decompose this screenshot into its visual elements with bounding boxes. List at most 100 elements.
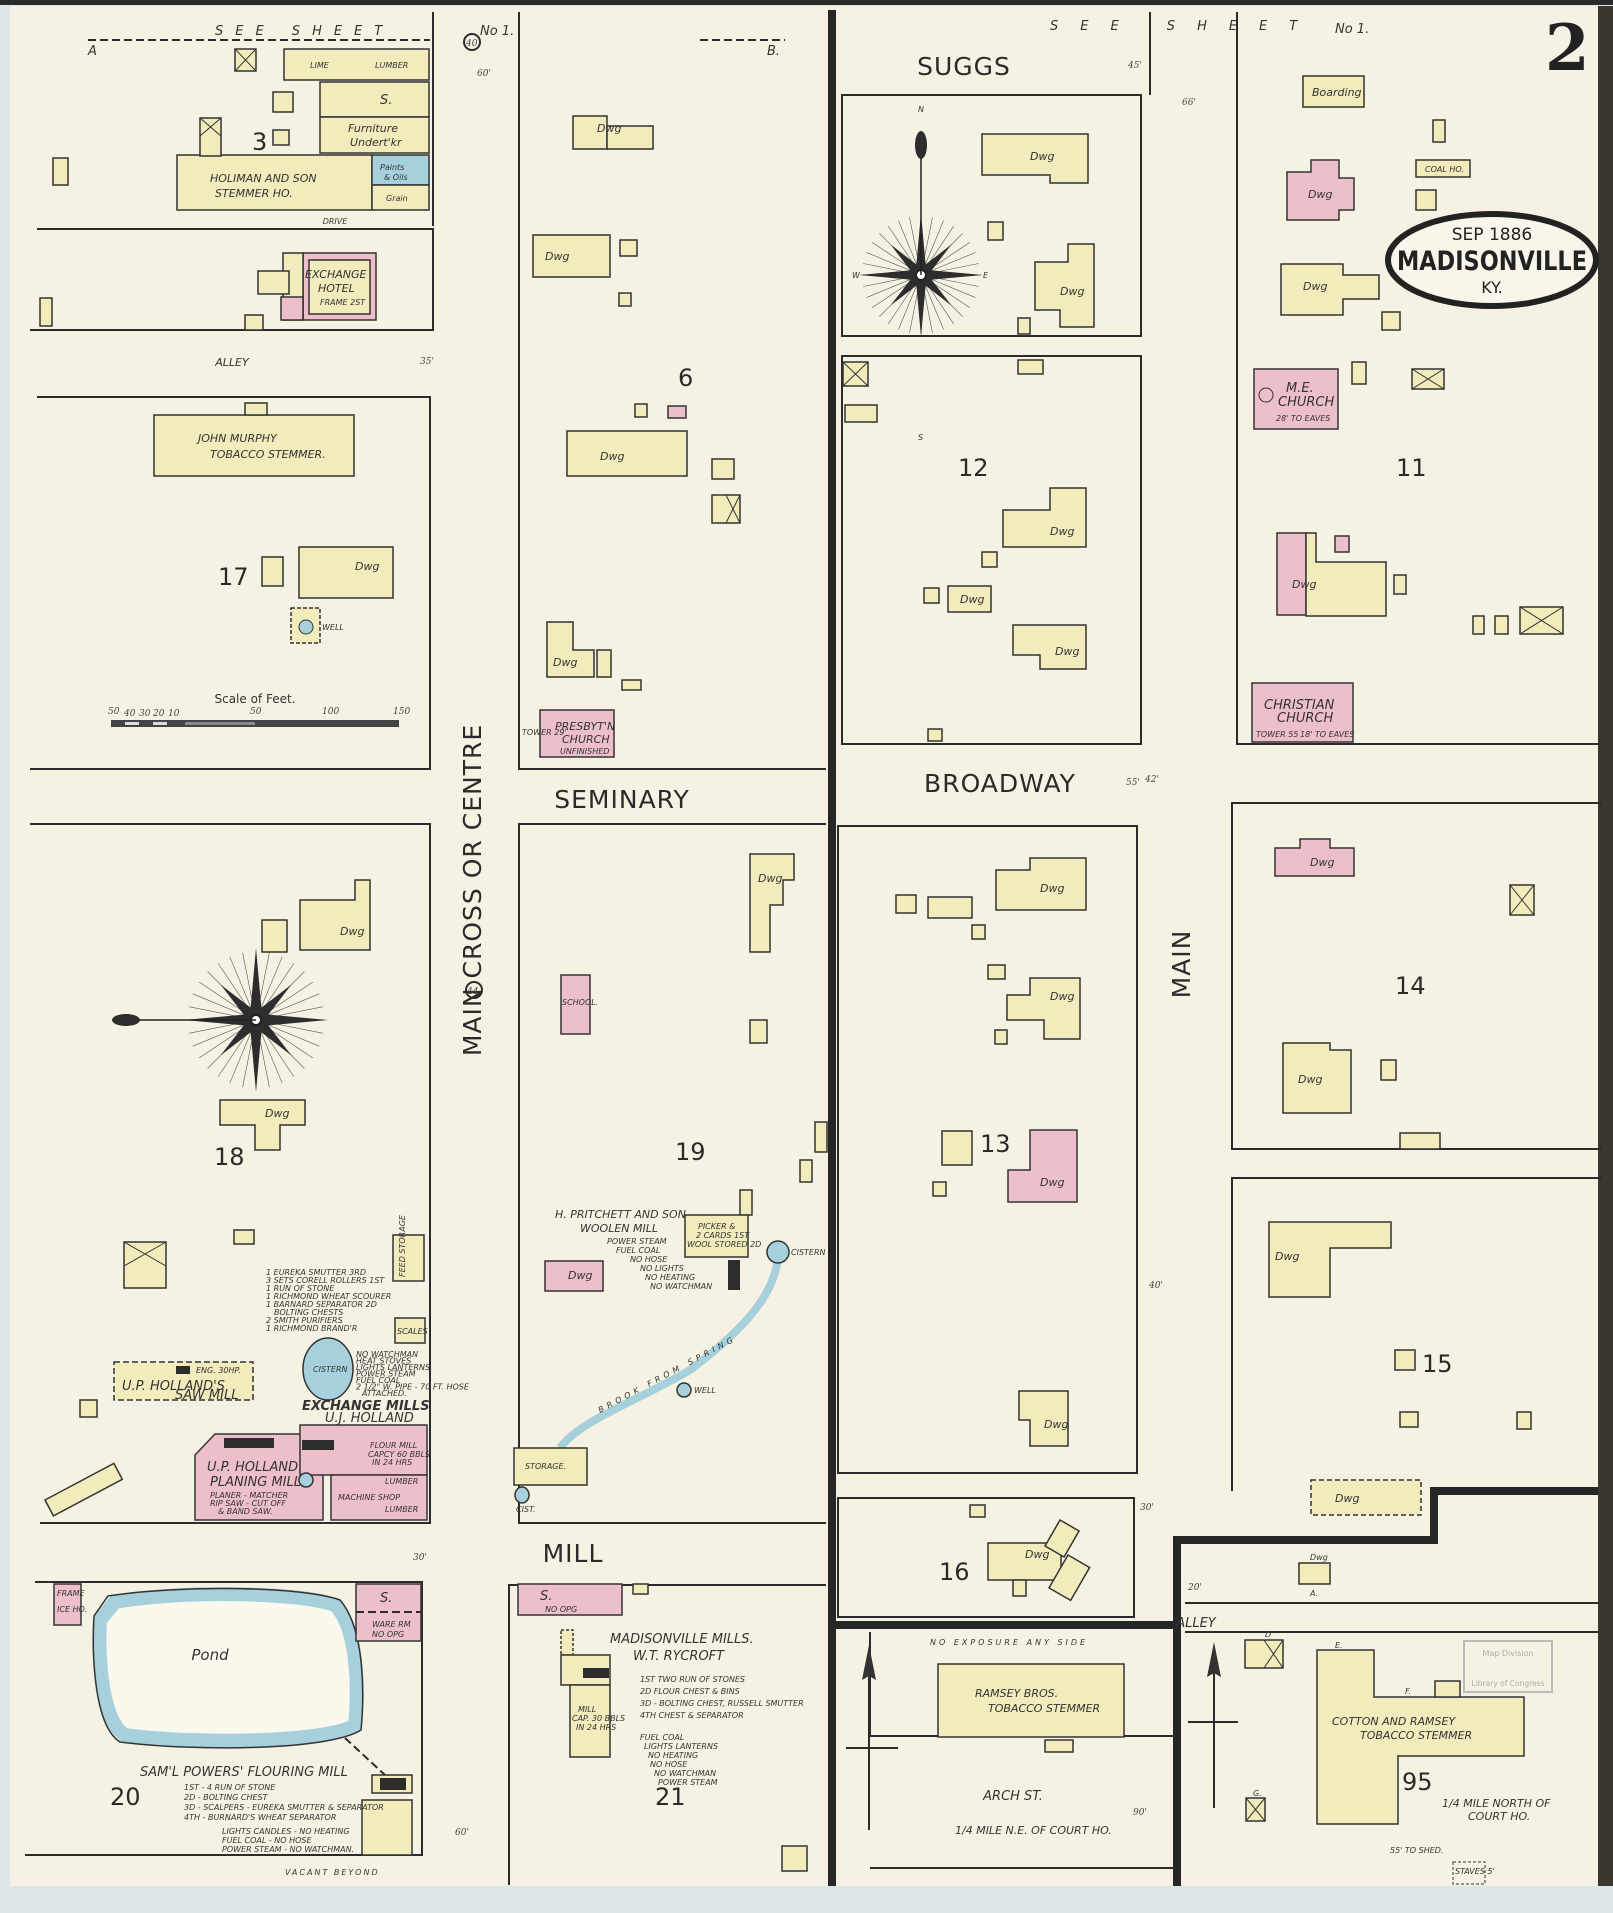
svg-text:& Oils: & Oils [384, 173, 408, 182]
svg-text:CIST.: CIST. [516, 1505, 536, 1514]
svg-text:H. PRITCHETT AND SON: H. PRITCHETT AND SON [555, 1208, 686, 1221]
compass-rose [859, 131, 983, 337]
svg-text:20': 20' [1187, 1583, 1202, 1593]
see-sheet-number: No 1. [1335, 22, 1369, 37]
svg-text:1 BARNARD SEPARATOR 2D: 1 BARNARD SEPARATOR 2D [266, 1300, 377, 1309]
svg-text:JOHN MURPHY: JOHN MURPHY [196, 432, 278, 445]
block-17-buildings: JOHN MURPHY TOBACCO STEMMER. Dwg WELL [153, 402, 394, 644]
svg-text:FUEL COAL: FUEL COAL [616, 1246, 660, 1255]
svg-text:Dwg: Dwg [1050, 525, 1074, 538]
svg-text:FRAME: FRAME [57, 1589, 86, 1598]
svg-text:40: 40 [465, 39, 478, 49]
svg-text:NO WATCHMAN: NO WATCHMAN [650, 1282, 712, 1291]
block-number: 18 [214, 1143, 245, 1171]
block-13-buildings: Dwg Dwg Dwg Dwg [895, 857, 1087, 1447]
svg-text:Dwg: Dwg [355, 560, 379, 573]
svg-text:Dwg: Dwg [1292, 578, 1316, 591]
pond [92, 1587, 364, 1748]
svg-text:Dwg: Dwg [600, 450, 624, 463]
svg-text:1/4 MILE NORTH OF: 1/4 MILE NORTH OF [1442, 1797, 1551, 1810]
john-murphy-tobacco-stemmer [153, 414, 355, 477]
fire-district-boundary [1173, 1487, 1598, 1886]
svg-text:NO OPG: NO OPG [545, 1605, 577, 1614]
see-sheet-label: SEE SHEET [215, 24, 394, 39]
block-number: 95 [1402, 1768, 1433, 1796]
svg-text:Boarding: Boarding [1312, 86, 1362, 99]
block-number: 20 [110, 1783, 141, 1811]
svg-text:SAM'L POWERS' FLOURING MILL: SAM'L POWERS' FLOURING MILL [140, 1765, 348, 1780]
svg-text:Paints: Paints [380, 163, 404, 172]
svg-text:1ST TWO RUN OF STONES: 1ST TWO RUN OF STONES [640, 1675, 745, 1684]
svg-text:60': 60' [477, 69, 491, 79]
svg-text:2D FLOUR CHEST & BINS: 2D FLOUR CHEST & BINS [640, 1687, 740, 1696]
svg-text:Dwg: Dwg [1044, 1418, 1068, 1431]
svg-text:Dwg: Dwg [1040, 1176, 1064, 1189]
svg-text:D: D [1265, 1630, 1271, 1639]
marker-a: A [87, 44, 97, 59]
svg-text:UNFINISHED: UNFINISHED [560, 747, 609, 756]
svg-text:NO OPG: NO OPG [372, 1630, 404, 1639]
svg-text:1 RICHMOND WHEAT SCOURER: 1 RICHMOND WHEAT SCOURER [266, 1292, 391, 1301]
svg-text:S.: S. [380, 1591, 392, 1606]
svg-text:42': 42' [1144, 775, 1159, 785]
block-number: 15 [1422, 1350, 1453, 1378]
svg-text:FUEL COAL - NO HOSE: FUEL COAL - NO HOSE [222, 1836, 313, 1845]
svg-text:EXCHANGE: EXCHANGE [305, 268, 367, 281]
svg-text:Dwg: Dwg [1298, 1073, 1322, 1086]
svg-text:Library of Congress: Library of Congress [1472, 1679, 1545, 1688]
svg-text:NO HEATING: NO HEATING [648, 1751, 698, 1760]
street-label-suggs: SUGGS [917, 52, 1011, 81]
svg-text:U.P. HOLLAND: U.P. HOLLAND [207, 1460, 298, 1475]
svg-text:SAW MILL: SAW MILL [175, 1388, 238, 1403]
svg-text:& BAND SAW.: & BAND SAW. [218, 1507, 273, 1516]
block-16-buildings: Dwg [969, 1504, 1091, 1602]
svg-text:10: 10 [168, 709, 180, 719]
svg-text:90': 90' [1133, 1808, 1147, 1818]
svg-text:TOWER 55: TOWER 55 [1256, 730, 1298, 739]
svg-text:LIME: LIME [310, 61, 330, 70]
svg-text:A.: A. [1309, 1589, 1318, 1598]
compass-west-label: W [852, 271, 861, 280]
compass-point [859, 269, 921, 281]
svg-text:3D - BOLTING CHEST, RUSSELL SM: 3D - BOLTING CHEST, RUSSELL SMUTTER [640, 1699, 804, 1708]
svg-text:2 CARDS 1ST: 2 CARDS 1ST [696, 1231, 750, 1240]
svg-text:S.: S. [540, 1589, 552, 1604]
svg-text:50: 50 [250, 707, 262, 717]
compass-point [915, 275, 927, 337]
cotton-ramsey-tobacco-stemmer [1316, 1649, 1525, 1825]
block-3-buildings: LIME LUMBER S. Furniture Undert'kr HOLIM… [39, 48, 430, 331]
svg-text:LUMBER: LUMBER [375, 61, 408, 70]
svg-text:TOWER 29': TOWER 29' [522, 728, 567, 737]
svg-text:NO WATCHMAN: NO WATCHMAN [356, 1350, 418, 1359]
svg-text:Furniture: Furniture [348, 122, 398, 135]
block-outlines [25, 12, 1602, 1885]
svg-text:4TH CHEST & SEPARATOR: 4TH CHEST & SEPARATOR [640, 1711, 744, 1720]
svg-text:FUEL COAL: FUEL COAL [356, 1376, 400, 1385]
svg-text:Dwg: Dwg [545, 250, 569, 263]
block-6-buildings: Dwg Dwg Dwg Dwg PRESBYT'N CHURCH UNFINIS… [522, 115, 741, 758]
svg-text:COTTON AND RAMSEY: COTTON AND RAMSEY [1332, 1715, 1456, 1728]
svg-text:3D - SCALPERS - EUREKA SMUTTER: 3D - SCALPERS - EUREKA SMUTTER & SEPARAT… [184, 1803, 384, 1812]
svg-text:2 SMITH PURIFIERS: 2 SMITH PURIFIERS [266, 1316, 343, 1325]
svg-text:HOLIMAN AND SON: HOLIMAN AND SON [210, 172, 317, 185]
svg-text:Grain: Grain [386, 194, 408, 203]
svg-text:IN 24 HRS: IN 24 HRS [372, 1458, 412, 1467]
svg-text:50: 50 [108, 707, 120, 717]
compass-point [917, 244, 952, 279]
svg-text:VACANT BEYOND: VACANT BEYOND [285, 1868, 380, 1877]
svg-text:Dwg: Dwg [960, 593, 984, 606]
marker-b: B. [767, 44, 780, 59]
svg-text:Dwg: Dwg [265, 1107, 289, 1120]
svg-text:HOTEL: HOTEL [318, 282, 355, 295]
svg-text:PLANING MILL: PLANING MILL [210, 1475, 301, 1490]
svg-text:2D - BOLTING CHEST: 2D - BOLTING CHEST [184, 1793, 269, 1802]
street-label-mill: MILL [543, 1539, 604, 1568]
svg-text:4TH - BURNARD'S WHEAT SEPARATO: 4TH - BURNARD'S WHEAT SEPARATOR [184, 1813, 336, 1822]
cotton-ramsey-block: Dwg A. D E. COTTON AND RAMSEY TOBACCO ST… [1188, 1553, 1551, 1885]
svg-text:S.: S. [380, 93, 392, 108]
svg-text:55' TO SHED.: 55' TO SHED. [1390, 1846, 1444, 1855]
svg-text:CHURCH: CHURCH [562, 733, 610, 746]
scale-of-feet: Scale of Feet. 50 40 30 20 10 50 100 150 [108, 692, 410, 727]
storage [513, 1447, 588, 1486]
